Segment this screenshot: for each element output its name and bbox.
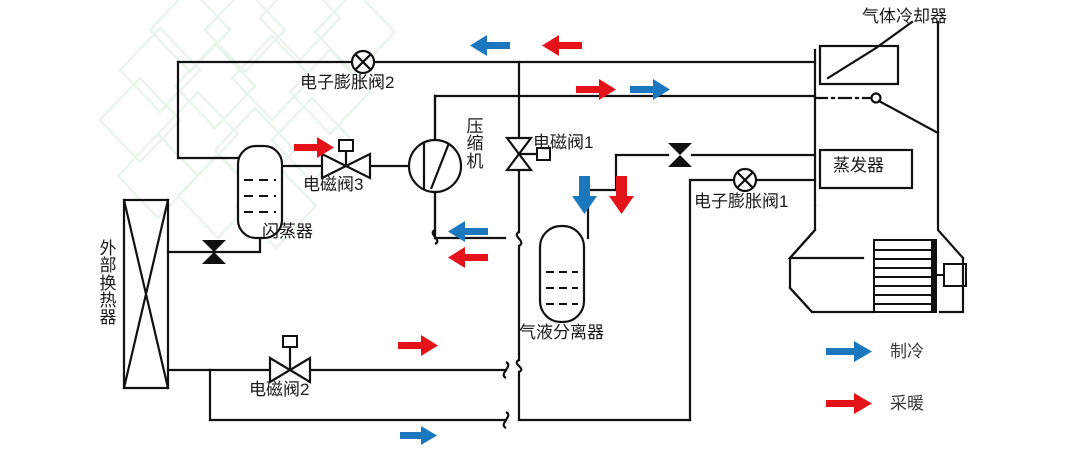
flow-arrow-a1 (470, 35, 510, 56)
check-valve-right-icon[interactable] (668, 143, 692, 167)
damper-blade (877, 99, 940, 135)
flow-arrow-a5 (398, 335, 438, 356)
solenoid-valve-3-icon[interactable] (320, 139, 372, 180)
label-gas-liquid-separator: 气液分离器 (519, 323, 604, 342)
label-flash-tank: 闪蒸器 (262, 222, 313, 241)
label-eev1: 电子膨胀阀1 (694, 192, 789, 211)
flow-arrow-a2 (542, 35, 582, 56)
flow-arrow-a11 (400, 426, 437, 445)
hop-bottom-b (502, 411, 510, 429)
external-hx-x (122, 198, 170, 390)
hop-bottom-a (502, 361, 510, 379)
legend-item-cooling-label: 制冷 (890, 342, 924, 361)
duct-left-wall (787, 203, 865, 260)
hop-sep-lower (515, 359, 523, 373)
label-external-heat-exchanger: 外部换热器 (99, 239, 117, 328)
hop-compressor (431, 229, 439, 245)
expansion-valve-left-icon[interactable] (202, 240, 226, 264)
flow-arrow-a9 (448, 247, 488, 268)
eev2-icon[interactable] (350, 49, 376, 75)
flow-arrow-a4 (630, 79, 670, 100)
legend-cooling-arrow-icon (826, 341, 872, 362)
label-solenoid-1: 电磁阀1 (533, 133, 594, 152)
duct-lower-left (788, 256, 876, 314)
blower-fan (873, 239, 967, 313)
evaporator-box (818, 148, 914, 190)
flow-arrow-a6 (572, 176, 597, 214)
duct-bevels (788, 228, 817, 314)
solenoid-valve-1-icon[interactable] (504, 136, 551, 172)
legend-heating-arrow-icon (826, 393, 872, 414)
gas-cooler-slash (826, 46, 878, 80)
legend-item-heating-label: 采暖 (890, 394, 924, 413)
flow-arrow-a8 (448, 221, 488, 242)
solenoid-valve-2-icon[interactable] (268, 335, 312, 384)
label-solenoid-3: 电磁阀3 (303, 175, 364, 194)
gas-cooler-box (818, 44, 900, 86)
hop-sep-upper (515, 231, 523, 247)
label-gas-cooler: 气体冷却器 (862, 7, 947, 26)
label-evaporator: 蒸发器 (833, 156, 884, 175)
external-hx-box (122, 198, 170, 390)
flash-tank-icon (236, 144, 284, 240)
label-solenoid-2: 电磁阀2 (249, 380, 310, 399)
flow-arrow-a10 (294, 137, 334, 158)
label-compressor: 压缩机 (466, 117, 484, 171)
gas-cooler-leader (874, 20, 914, 50)
compressor-icon (407, 138, 463, 194)
flow-arrow-a3 (576, 79, 616, 100)
piping-network (122, 20, 965, 422)
legend-arrows (826, 341, 872, 414)
label-eev2: 电子膨胀阀2 (300, 73, 395, 92)
flow-arrow-a7 (609, 176, 634, 214)
duct-lower-right (938, 256, 965, 314)
gas-liquid-separator-icon (538, 224, 586, 324)
eev1-icon[interactable] (732, 167, 758, 193)
flow-arrows-group (294, 35, 670, 445)
duct-right-wall (936, 20, 965, 260)
line-hops (431, 229, 523, 429)
